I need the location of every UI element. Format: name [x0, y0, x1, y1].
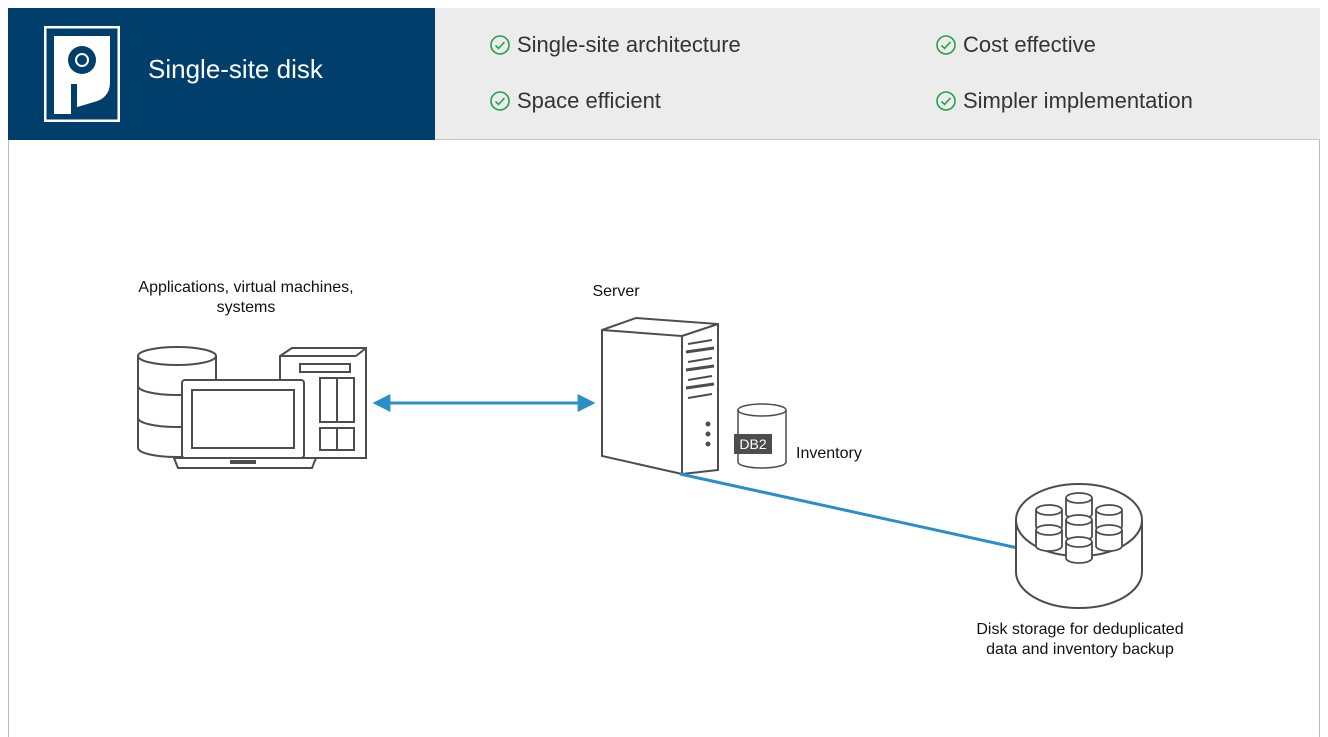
page-title: Single-site disk — [148, 54, 323, 84]
feature-label: Cost effective — [963, 32, 1096, 57]
check-circle-icon — [935, 90, 957, 112]
check-circle-icon — [935, 34, 957, 56]
feature-item: Simpler implementation — [935, 88, 1193, 114]
inventory-label: Inventory — [796, 445, 862, 462]
clients-label: Applications, virtual machines, systems — [96, 278, 396, 318]
disk-icon — [44, 26, 120, 122]
feature-item: Single-site architecture — [489, 32, 741, 58]
feature-label: Single-site architecture — [517, 32, 741, 57]
features-panel: Single-site architecture Cost effective … — [435, 8, 1320, 140]
storage-label-line: Disk storage for deduplicated — [976, 621, 1184, 638]
feature-label: Space efficient — [517, 88, 661, 113]
feature-item: Space efficient — [489, 88, 661, 114]
clients-label-line: Applications, virtual machines, — [138, 279, 354, 296]
server-label: Server — [592, 283, 640, 300]
storage-label: Disk storage for deduplicated data and i… — [930, 620, 1230, 660]
feature-item: Cost effective — [935, 32, 1096, 58]
check-circle-icon — [489, 90, 511, 112]
header-banner: Single-site disk Single-site architectur… — [8, 8, 1320, 140]
title-panel: Single-site disk — [8, 8, 435, 140]
clients-label-line: systems — [216, 299, 276, 316]
storage-label-line: data and inventory backup — [986, 641, 1174, 658]
feature-label: Simpler implementation — [963, 88, 1193, 113]
check-circle-icon — [489, 34, 511, 56]
